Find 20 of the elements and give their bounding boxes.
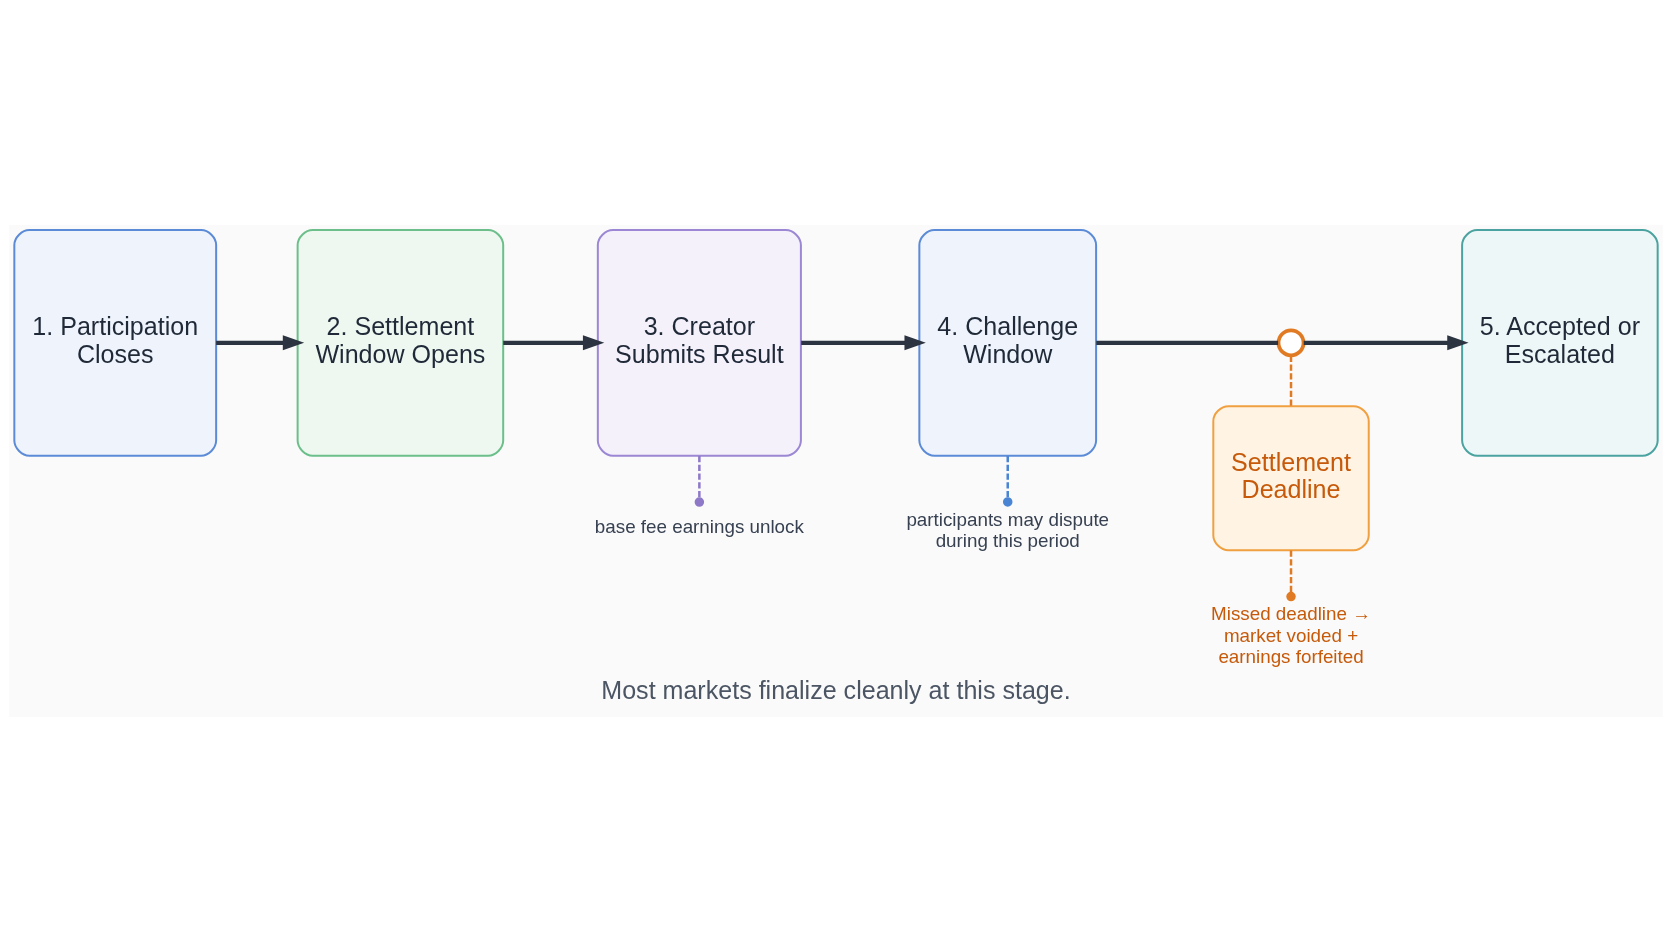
node-box: Settlement Deadline	[1212, 404, 1370, 551]
node-box: 4. Challenge Window	[918, 228, 1098, 457]
node-text: participants may dispute during this period	[906, 508, 1110, 551]
connector	[1289, 355, 1293, 406]
node-text: Missed deadline → market voided + earnings forfeited	[1211, 602, 1371, 667]
connector	[1002, 455, 1013, 507]
connector	[1096, 340, 1279, 345]
node-box: 1. Participation Closes	[13, 228, 218, 457]
arrow	[503, 334, 605, 350]
node-text: base fee earnings unlock	[594, 515, 804, 537]
arrow	[216, 334, 305, 350]
connector	[1286, 550, 1296, 601]
node-box: 2. Settlement Window Opens	[296, 228, 505, 457]
arrow	[1303, 334, 1469, 350]
node-circle	[1276, 327, 1306, 357]
node-box: 3. Creator Submits Result	[596, 228, 802, 457]
caption: Most markets finalize cleanly at this stage.	[601, 675, 1071, 704]
node-box: 5. Accepted or Escalated	[1461, 228, 1659, 457]
arrow	[801, 334, 926, 350]
connector	[694, 455, 705, 507]
